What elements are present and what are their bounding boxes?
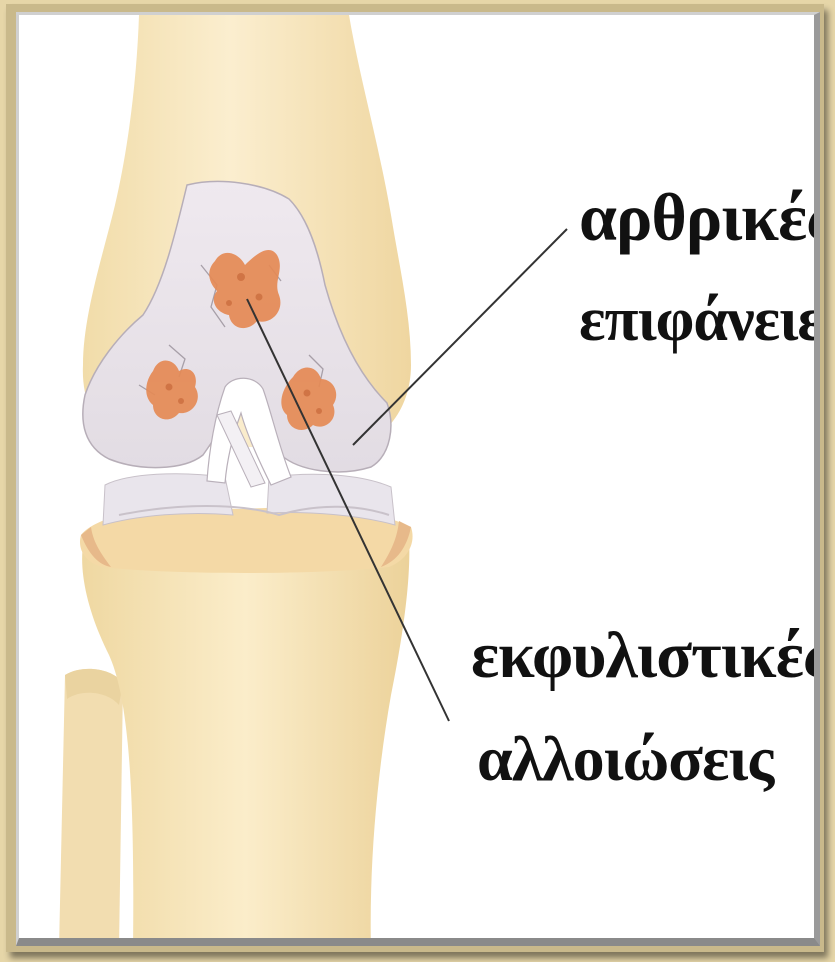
fibula (59, 669, 123, 946)
tibia (82, 535, 409, 946)
knee-joint-illustration (19, 15, 820, 946)
label-articular-surfaces-line1: αρθρικές (579, 183, 820, 251)
picture-frame: αρθρικές επιφάνειες εκφυλιστικές αλλοιώσ… (6, 4, 824, 952)
label-degenerative-changes-line1: εκφυλιστικές (471, 623, 820, 689)
diagram-canvas: αρθρικές επιφάνειες εκφυλιστικές αλλοιώσ… (16, 12, 820, 946)
label-articular-surfaces-line2: επιφάνειες (579, 289, 820, 351)
label-degenerative-changes-line2: αλλοιώσεις (477, 727, 773, 791)
